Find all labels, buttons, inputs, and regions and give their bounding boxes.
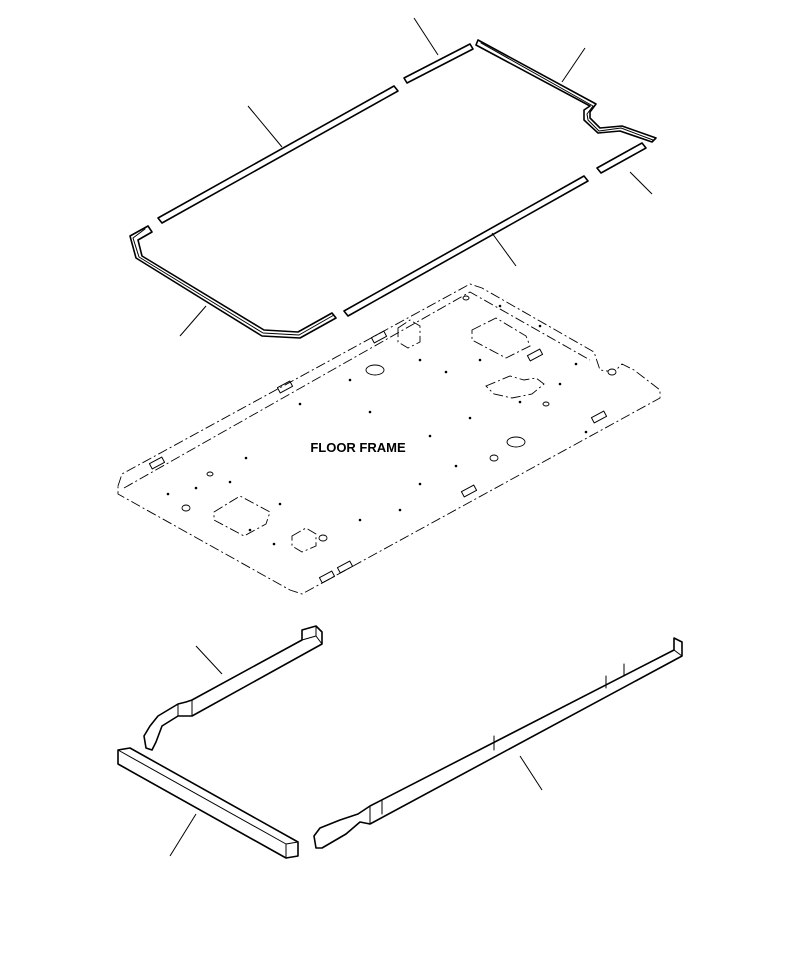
leader-line [179,305,207,337]
lower-rails [117,625,683,859]
seal-strip-left-bent [129,225,337,339]
leader-line [519,755,543,791]
floor-cutout [485,375,545,399]
leader-line [413,17,439,56]
seal-strip-right-short [596,142,653,195]
leader-line [561,47,586,83]
floor-cutout [213,495,271,537]
seal-strip-right-bent [475,39,657,143]
leader-line [247,105,283,148]
seal-strip-top-short [403,17,474,84]
floor-frame-plate: FLOOR FRAME [117,283,661,595]
floor-seal-assembly [129,17,657,339]
leader-line [195,645,223,675]
floor-bolt-dots [166,304,588,546]
floor-frame-label: FLOOR FRAME [310,440,406,455]
floor-cutout [471,317,531,359]
rail-front-bar [117,747,299,859]
floor-cutout [291,527,317,553]
floor-mount-brackets [148,330,608,584]
floor-cutout [397,319,421,349]
leader-line [491,232,517,267]
floor-holes [181,295,617,542]
leader-line [629,171,653,195]
rail-right-long [313,637,683,849]
leader-line [169,813,197,857]
rail-left-upper [143,625,323,751]
seal-strip-left-long [157,85,399,224]
floor-frame-outline [117,283,661,595]
seal-strip-lower-long [343,175,589,317]
